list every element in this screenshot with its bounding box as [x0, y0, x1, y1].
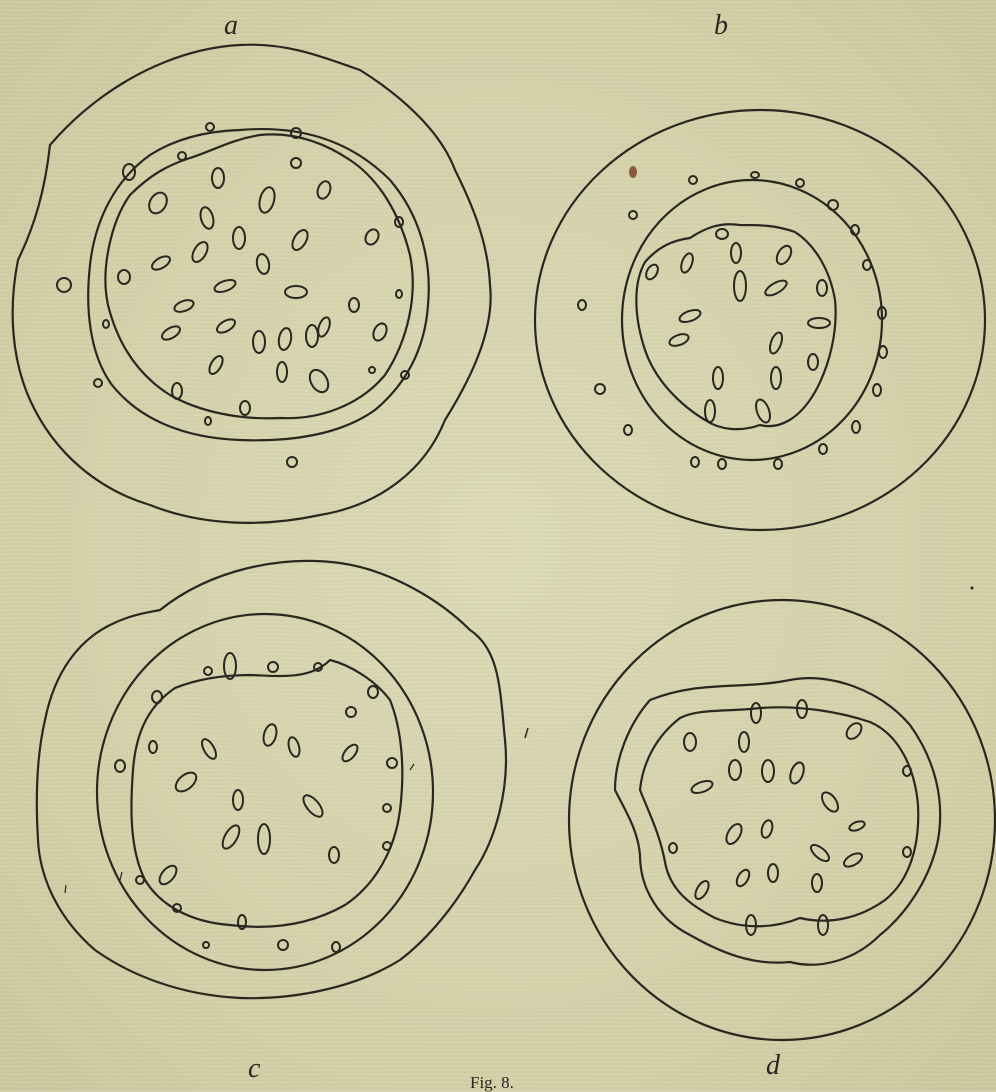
section-b-outer-contour: [535, 110, 985, 530]
section-c-bundles: [115, 653, 397, 952]
section-a-outer-contour: [13, 45, 491, 523]
figure-caption: Fig. 8.: [470, 1074, 514, 1091]
section-d-cortex-ring: [615, 678, 940, 965]
section-d-stele-outline: [640, 707, 918, 926]
section-b-stele-outline: [636, 224, 835, 429]
section-c: [37, 561, 506, 998]
section-b-cortex-ring: [622, 180, 882, 460]
paper-specks: [65, 166, 974, 893]
section-c-stele-outline: [131, 660, 402, 927]
section-d-bundles: [669, 700, 911, 935]
section-a: [13, 45, 491, 523]
section-b: [535, 110, 985, 530]
section-d-outer-contour: [569, 600, 995, 1040]
panel-label-a: a: [224, 12, 238, 40]
panel-label-b: b: [714, 12, 728, 40]
section-a-cortex-ring: [88, 129, 429, 440]
panel-label-d: d: [766, 1052, 780, 1080]
section-a-stele-outline: [105, 134, 412, 418]
section-c-outer-contour: [37, 561, 506, 998]
section-c-cortex-ring: [97, 614, 433, 970]
panel-label-c: c: [248, 1055, 260, 1083]
section-d: [569, 600, 995, 1040]
